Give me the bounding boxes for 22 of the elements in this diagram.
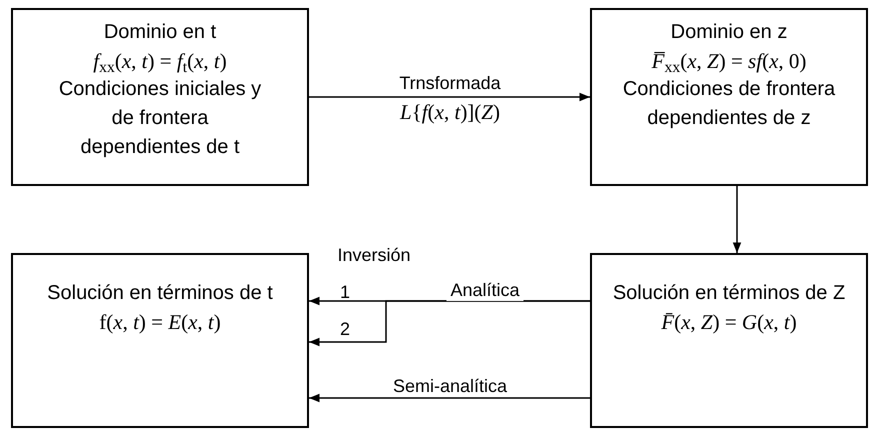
box-text: Solución en términos de Z [612,281,846,306]
arrow [309,300,590,346]
arrow [309,92,590,102]
text-label: Inversión [337,244,411,266]
process-box [590,8,868,186]
arrow [732,186,742,253]
formula: L{f(x, t)](Z) [400,101,500,123]
arrow [309,394,590,402]
box-text: Dominio en t [104,20,216,45]
formula: F̄(x, Z) = G(x, t) [661,309,797,336]
box-text: Solución en términos de t [47,281,273,306]
formula: f$_{xx}$(x, t) = f$_{t}$(x, t) [93,48,227,75]
formula: f(x, t) = E(x, t) [99,309,221,336]
box-text: Condiciones iniciales y de frontera dependientes de t [58,77,262,160]
process-box [11,253,309,428]
box-text: Dominio en z [670,20,788,45]
text-label: 1 [340,281,350,303]
text-label: 2 [340,318,350,340]
box-text: Condiciones de frontera dependientes de z [622,77,836,131]
formula: F̅$_{xx}$(x, Z) = sf(x, 0) [652,48,806,75]
process-box [11,8,309,186]
process-box [590,253,868,428]
